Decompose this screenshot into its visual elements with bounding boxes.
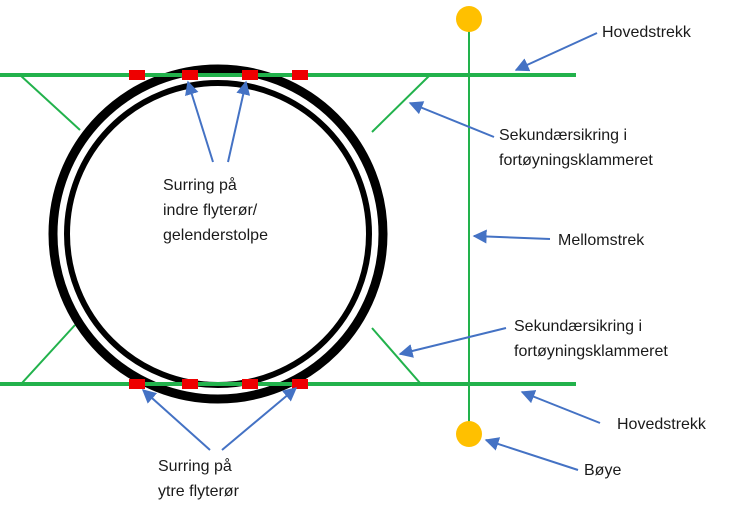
bridle-top-left [19, 74, 81, 131]
label-surring-ytre-line2: ytre flyterør [158, 483, 239, 500]
arrow-surring-ytre-1 [141, 389, 211, 451]
arrow-hovedstrekk-bottom [520, 390, 601, 424]
lashing-top-2 [182, 70, 198, 80]
buoy-bottom [456, 421, 482, 447]
arrow-hovedstrekk-top [514, 32, 598, 72]
lashing-top-1 [129, 70, 145, 80]
label-surring-indre-line2: indre flyterør/ [163, 202, 258, 219]
label-hovedstrekk-top: Hovedstrekk [602, 24, 691, 41]
arrow-sekundaer-bottom [398, 327, 507, 358]
lashing-bottom-4 [292, 379, 308, 389]
lashing-bottom-3 [242, 379, 258, 389]
arrow-boye [484, 437, 579, 471]
lashing-bottom-2 [182, 379, 198, 389]
lashing-top-3 [242, 70, 258, 80]
label-sekundaer-top-line1: Sekundærsikring i [499, 127, 628, 144]
label-surring-ytre-line1: Surring på [158, 458, 232, 475]
arrows [141, 32, 601, 471]
bridle-top-right [371, 74, 431, 133]
label-sekundaer-bottom-line2: fortøyningsklammeret [514, 343, 668, 360]
arrow-mellomstrek [472, 229, 551, 244]
label-boye: Bøye [584, 462, 622, 479]
lashing-top-4 [292, 70, 308, 80]
arrow-surring-ytre-2 [221, 387, 298, 451]
label-sekundaer-bottom-line1: Sekundærsikring i [514, 318, 643, 335]
label-surring-indre-line3: gelenderstolpe [163, 227, 268, 244]
bridle-lines [19, 74, 431, 384]
lashings [129, 70, 308, 389]
bridle-bottom-left [21, 324, 76, 384]
buoy-top [456, 6, 482, 32]
label-surring-indre-line1: Surring på [163, 177, 237, 194]
outer-float-pipe [48, 64, 388, 404]
label-sekundaer-top-line2: fortøyningsklammeret [499, 152, 653, 169]
arrow-surring-indre-1 [185, 80, 214, 163]
bridle-bottom-right [371, 327, 421, 384]
label-hovedstrekk-bottom: Hovedstrekk [617, 416, 706, 433]
arrow-surring-indre-2 [227, 80, 251, 163]
arrow-sekundaer-top [408, 101, 495, 138]
label-mellomstrek: Mellomstrek [558, 232, 645, 249]
lashing-bottom-1 [129, 379, 145, 389]
